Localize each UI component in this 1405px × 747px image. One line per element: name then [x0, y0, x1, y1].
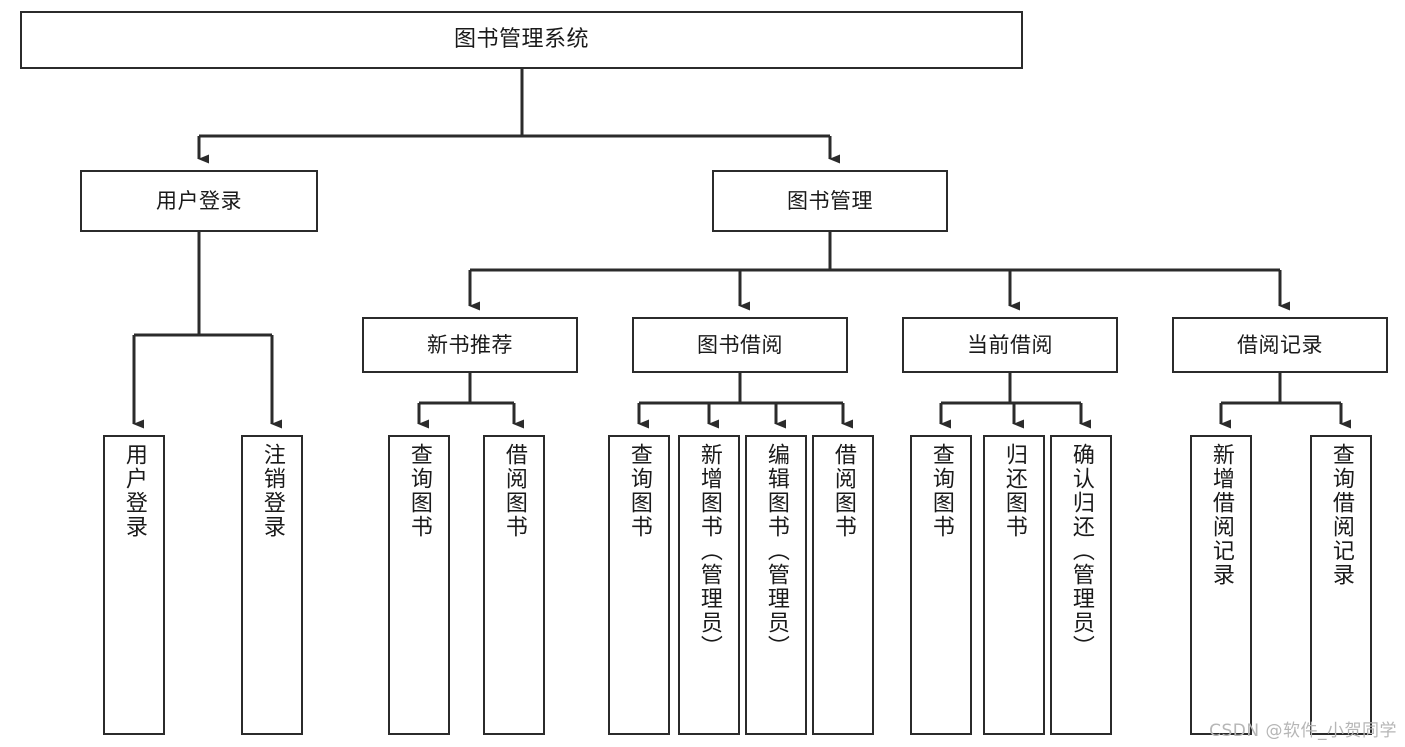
leaf-user-logout-label: 注销登录	[259, 443, 285, 539]
node-user-login[interactable]: 用户登录	[80, 170, 318, 232]
node-book-manage[interactable]: 图书管理	[712, 170, 948, 232]
node-current-borrow[interactable]: 当前借阅	[902, 317, 1118, 373]
node-borrow-record-label: 借阅记录	[1237, 332, 1323, 357]
node-book-borrow[interactable]: 图书借阅	[632, 317, 848, 373]
leaf-return-book-label: 归还图书	[1001, 443, 1027, 539]
leaf-query-book-1[interactable]: 查询图书	[388, 435, 450, 735]
node-current-borrow-label: 当前借阅	[967, 332, 1053, 357]
leaf-confirm-return-label: 确认归还（管理员）	[1068, 443, 1094, 659]
leaf-add-book-label: 新增图书（管理员）	[696, 443, 722, 659]
node-borrow-record[interactable]: 借阅记录	[1172, 317, 1388, 373]
node-root-label: 图书管理系统	[453, 27, 589, 53]
leaf-confirm-return[interactable]: 确认归还（管理员）	[1050, 435, 1112, 735]
leaf-query-book-3[interactable]: 查询图书	[910, 435, 972, 735]
node-root[interactable]: 图书管理系统	[20, 11, 1023, 69]
leaf-query-record-label: 查询借阅记录	[1328, 443, 1354, 587]
leaf-user-login-label: 用户登录	[121, 443, 147, 539]
leaf-user-login[interactable]: 用户登录	[103, 435, 165, 735]
csdn-watermark: CSDN @软件_小贺同学	[1209, 721, 1397, 741]
leaf-borrow-book-1[interactable]: 借阅图书	[483, 435, 545, 735]
leaf-edit-book[interactable]: 编辑图书（管理员）	[745, 435, 807, 735]
leaf-edit-book-label: 编辑图书（管理员）	[763, 443, 789, 659]
leaf-return-book[interactable]: 归还图书	[983, 435, 1045, 735]
leaf-query-book-3-label: 查询图书	[928, 443, 954, 539]
leaf-query-book-2[interactable]: 查询图书	[608, 435, 670, 735]
leaf-borrow-book-2-label: 借阅图书	[830, 443, 856, 539]
leaf-borrow-book-2[interactable]: 借阅图书	[812, 435, 874, 735]
node-new-book-recommend[interactable]: 新书推荐	[362, 317, 578, 373]
node-new-book-recommend-label: 新书推荐	[427, 332, 513, 357]
node-user-login-label: 用户登录	[156, 188, 242, 213]
leaf-query-record[interactable]: 查询借阅记录	[1310, 435, 1372, 735]
leaf-add-record-label: 新增借阅记录	[1208, 443, 1234, 587]
leaf-query-book-1-label: 查询图书	[406, 443, 432, 539]
leaf-borrow-book-1-label: 借阅图书	[501, 443, 527, 539]
node-book-borrow-label: 图书借阅	[697, 332, 783, 357]
node-book-manage-label: 图书管理	[787, 188, 873, 213]
leaf-add-record[interactable]: 新增借阅记录	[1190, 435, 1252, 735]
leaf-add-book[interactable]: 新增图书（管理员）	[678, 435, 740, 735]
leaf-query-book-2-label: 查询图书	[626, 443, 652, 539]
leaf-user-logout[interactable]: 注销登录	[241, 435, 303, 735]
